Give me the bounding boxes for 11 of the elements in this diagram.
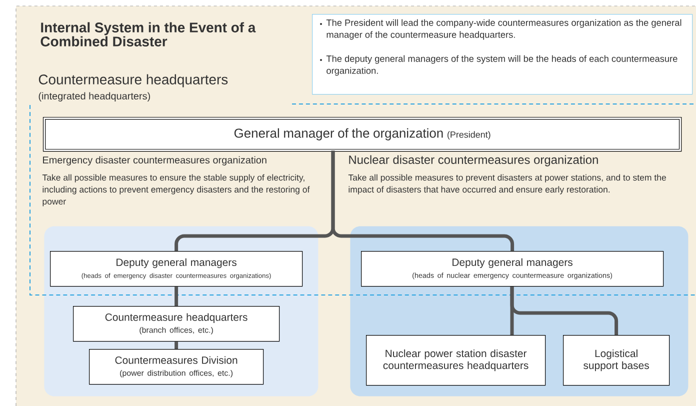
org-box: Nuclear power station disaster countermeasures headquarters (366, 335, 546, 386)
title: Internal System in the Event of a Combined Disaster (40, 22, 256, 46)
connector-line (510, 286, 618, 335)
manager-box: General manager of the organization (President) (42, 116, 682, 152)
connector-line (174, 286, 178, 306)
connector-line (331, 150, 514, 251)
description: Take all possible measures to ensure the stable supply of electricity, including actions to prevent emergency disasters and the restoring of power (42, 174, 310, 206)
org-box: Logistical support bases (563, 335, 670, 386)
connector-line (174, 342, 178, 349)
note-box: The President will lead the company-wide countermeasures organization as the general manager of the countermeasure headquarters. The deputy general managers of the system will be the heads of each countermeasure organization. (312, 14, 693, 95)
description: Take all possible measures to prevent disasters at power stations, and to stem the impact of disasters that have occurred and ensure early restoration. (348, 174, 666, 194)
